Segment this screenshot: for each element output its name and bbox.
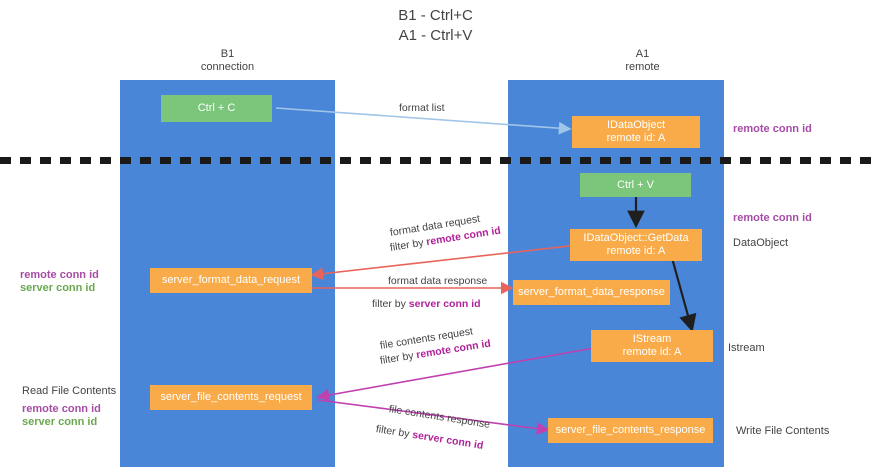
edge-label-fcresp-filter-prefix: filter by	[375, 423, 414, 441]
node-istream-line1: IStream	[632, 333, 672, 345]
node-ctrl-c-label: Ctrl + C	[197, 102, 236, 114]
note-left-server-conn-id-mid: server conn id	[20, 281, 95, 295]
node-server-format-data-response: server_format_data_response	[513, 280, 670, 305]
label-istream: Istream	[728, 341, 765, 355]
note-right-remote-conn-id-mid-text: remote conn id	[733, 212, 812, 224]
node-server-format-data-response-label: server_format_data_response	[518, 286, 665, 298]
note-left-server-conn-id-bottom-text: server conn id	[22, 416, 98, 428]
label-dataobject: DataObject	[733, 236, 788, 250]
label-write-file-contents-text: Write File Contents	[736, 425, 830, 437]
note-left-server-conn-id-mid-text: server conn id	[20, 282, 96, 294]
column-header-b1: B1 connection	[200, 48, 255, 73]
edge-label-format-list-text: format list	[399, 102, 445, 114]
label-write-file-contents: Write File Contents	[736, 424, 829, 438]
section-divider	[0, 157, 871, 164]
edge-label-fdresp-filter-prefix: filter by	[372, 298, 409, 310]
note-left-remote-conn-id-mid-text: remote conn id	[20, 269, 99, 281]
note-left-server-conn-id-bottom: server conn id	[22, 415, 97, 429]
edge-label-format-data-response-text: format data response	[388, 275, 488, 287]
node-ctrl-c: Ctrl + C	[161, 95, 272, 122]
node-idataobject-line2: remote id: A	[606, 132, 666, 144]
column-header-a1: A1 remote	[625, 48, 660, 73]
node-idataobject-line1: IDataObject	[606, 119, 666, 131]
edge-label-fdresp-filter-key: server conn id	[408, 298, 481, 310]
label-istream-text: Istream	[728, 342, 765, 354]
label-dataobject-text: DataObject	[733, 237, 789, 249]
edge-label-fcresp-filter-key: server conn id	[411, 428, 485, 452]
node-istream: IStream remote id: A	[591, 330, 713, 362]
node-ctrl-v: Ctrl + V	[580, 173, 691, 197]
note-left-remote-conn-id-bottom-text: remote conn id	[22, 403, 101, 415]
node-server-file-contents-response: server_file_contents_response	[548, 418, 713, 443]
note-right-remote-conn-id-top: remote conn id	[733, 122, 812, 136]
label-read-file-contents-text: Read File Contents	[22, 385, 117, 397]
note-left-remote-conn-id-bottom: remote conn id	[22, 402, 101, 416]
node-server-file-contents-request: server_file_contents_request	[150, 385, 312, 410]
note-right-remote-conn-id-mid: remote conn id	[733, 211, 812, 225]
node-getdata-line2: remote id: A	[606, 245, 666, 257]
edge-label-format-list: format list	[399, 101, 445, 115]
node-server-format-data-request-label: server_format_data_request	[161, 274, 301, 286]
node-ctrl-v-label: Ctrl + V	[617, 178, 654, 191]
node-getdata-line1: IDataObject::GetData	[583, 232, 689, 244]
note-right-remote-conn-id-top-text: remote conn id	[733, 123, 812, 135]
node-server-file-contents-response-label: server_file_contents_response	[555, 424, 706, 436]
note-left-remote-conn-id-mid: remote conn id	[20, 268, 99, 282]
edge-label-format-data-response: format data response	[388, 274, 487, 288]
edge-label-format-data-response-filter: filter by server conn id	[372, 297, 481, 311]
node-server-file-contents-request-label: server_file_contents_request	[160, 391, 302, 403]
node-idataobject-getdata: IDataObject::GetData remote id: A	[570, 229, 702, 261]
label-read-file-contents: Read File Contents	[22, 384, 116, 398]
node-server-format-data-request: server_format_data_request	[150, 268, 312, 293]
node-istream-line2: remote id: A	[622, 346, 682, 358]
page-title: B1 - Ctrl+C A1 - Ctrl+V	[398, 7, 473, 44]
node-idataobject: IDataObject remote id: A	[572, 116, 700, 148]
